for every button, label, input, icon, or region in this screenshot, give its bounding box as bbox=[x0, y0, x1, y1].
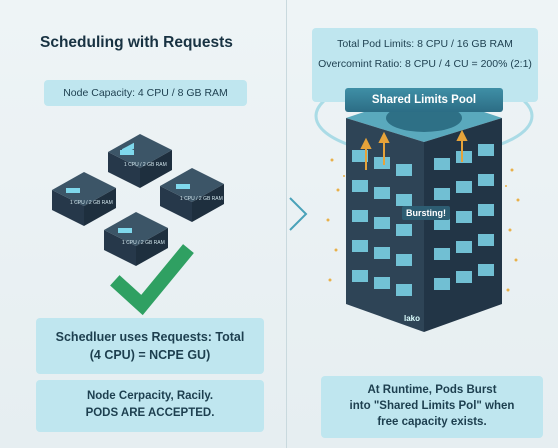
pod-screen-icon bbox=[66, 188, 80, 193]
brand-mark: lako bbox=[404, 314, 421, 323]
pod-cube-left bbox=[52, 172, 116, 226]
panel-divider bbox=[286, 0, 287, 448]
accepted-note: Node Cerpacity, Racily. PODS ARE ACCEPTE… bbox=[36, 380, 264, 432]
scheduler-note: Schedluer uses Requests: Total (4 CPU) =… bbox=[36, 318, 264, 374]
pod-resource-label: 1 CPU / 2 GB RAM bbox=[124, 162, 167, 168]
pod-resource-label: 1 CPU / 2 GB RAM bbox=[122, 240, 165, 246]
runtime-line-1: At Runtime, Pods Burst bbox=[367, 384, 497, 396]
accepted-line-2: PODS ARE ACCEPTED. bbox=[85, 407, 215, 419]
runtime-line-2: into "Shared Limits Pol" when bbox=[349, 400, 515, 412]
accepted-line-1: Node Cerpacity, Racily. bbox=[86, 390, 214, 402]
pod-screen-icon bbox=[120, 150, 134, 155]
runtime-note: At Runtime, Pods Burst into "Shared Limi… bbox=[321, 376, 543, 438]
chevron-right-icon bbox=[289, 197, 308, 231]
tower-tiles-left bbox=[352, 150, 412, 296]
shared-limits-pool-label: Shared Limits Pool bbox=[345, 88, 503, 112]
checkmark-icon bbox=[110, 244, 194, 316]
pod-cube-bottom bbox=[104, 212, 168, 266]
pod-cube-top bbox=[108, 134, 172, 188]
pod-screen-icon bbox=[176, 184, 190, 189]
pod-resource-label: 1 CPU / 2 GB RAM bbox=[70, 200, 113, 206]
scheduler-line-1: Schedluer uses Requests: Total bbox=[55, 330, 245, 344]
section-title-scheduling: Scheduling with Requests bbox=[40, 34, 233, 51]
pod-screen-icon bbox=[118, 228, 132, 233]
total-pod-limits: Total Pod Limits: 8 CPU / 16 GB RAM bbox=[337, 38, 513, 50]
runtime-line-3: free capacity exists. bbox=[377, 416, 487, 428]
bursting-label: Bursting! bbox=[402, 206, 450, 220]
node-capacity-box: Node Capacity: 4 CPU / 8 GB RAM bbox=[44, 80, 247, 106]
tower-tiles-right bbox=[434, 144, 494, 290]
sparkle-particles bbox=[326, 158, 520, 292]
pod-resource-label: 1 CPU / 2 GB RAM bbox=[180, 196, 223, 202]
scheduler-line-2: (4 CPU) = NCPE GU) bbox=[89, 348, 211, 362]
pod-cube-right bbox=[160, 168, 224, 222]
burst-arrow-icons bbox=[360, 129, 468, 170]
overcommit-ratio: Overcomint Ratio: 8 CPU / 4 CU = 200% (2… bbox=[318, 58, 532, 70]
